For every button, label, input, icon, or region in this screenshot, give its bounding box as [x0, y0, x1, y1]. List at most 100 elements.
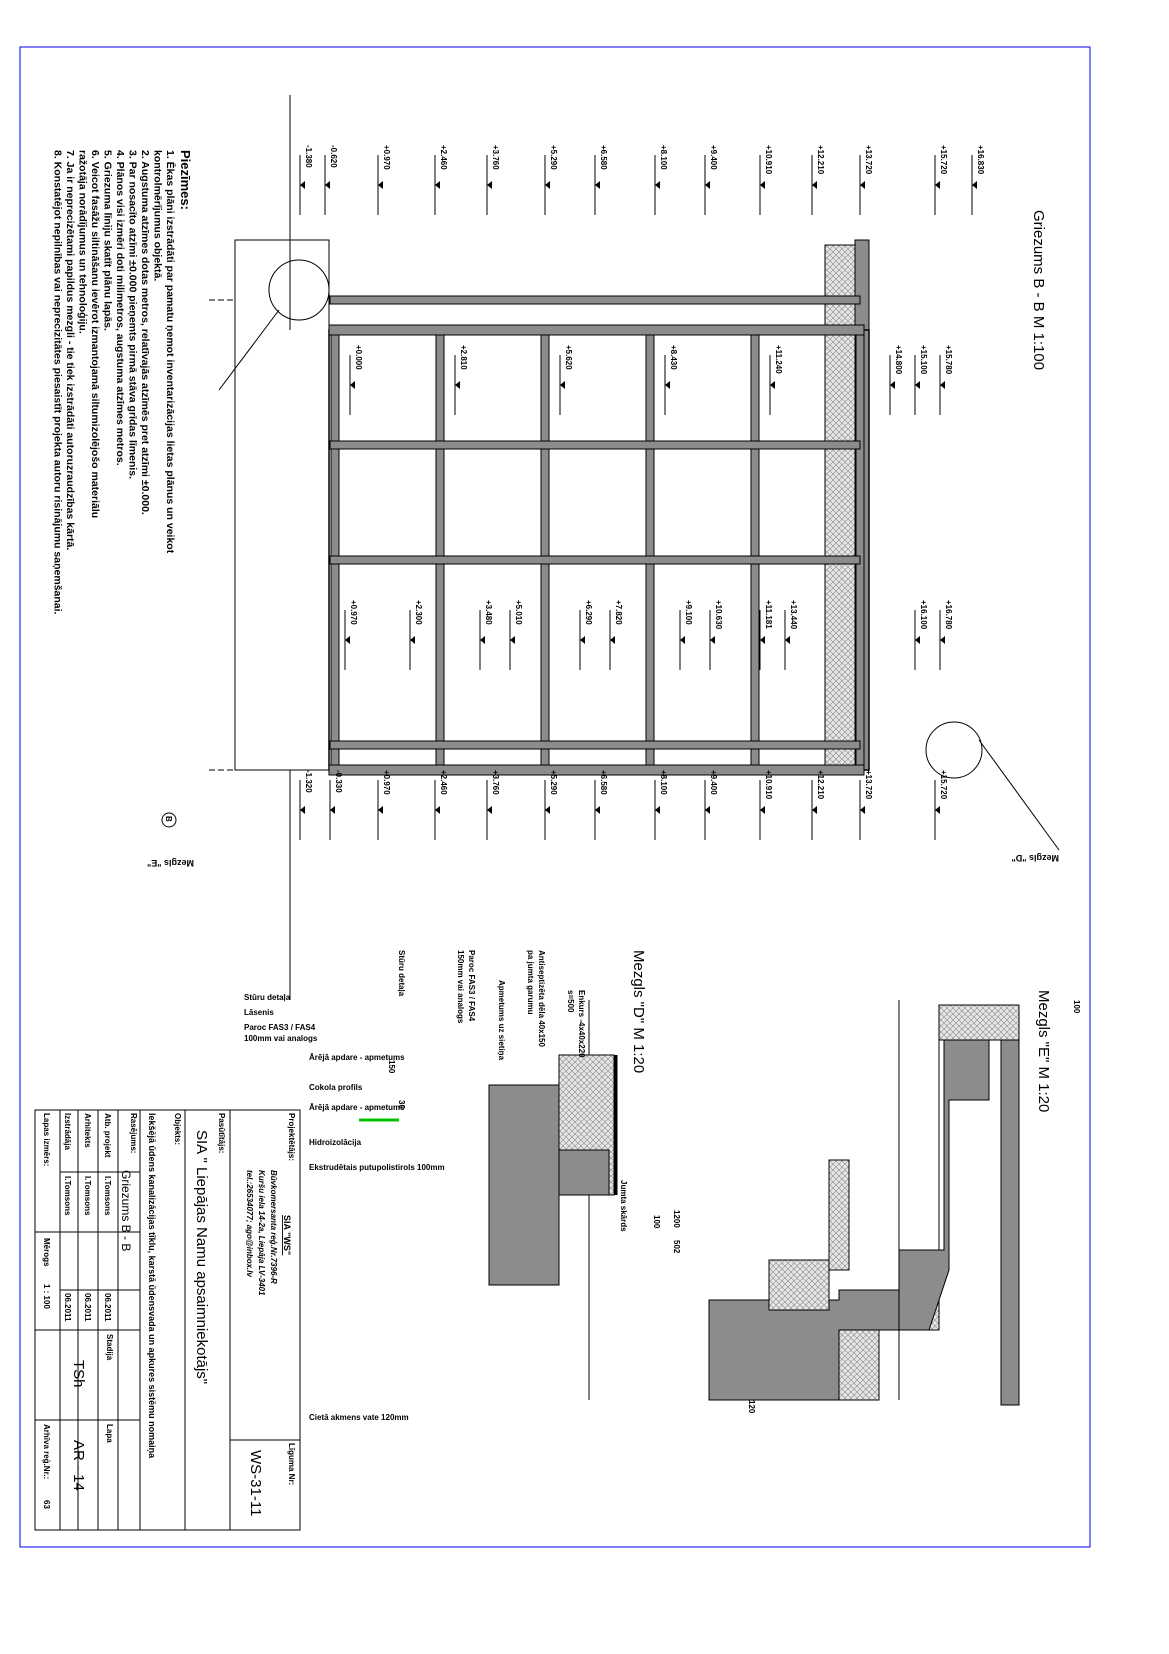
floor-slab: [855, 329, 865, 771]
object-label: Objekts:: [173, 1113, 182, 1145]
note-item: 3. Par nosacīto atzīmi ±0.000 pieņemts p…: [127, 150, 139, 479]
elevation-triangle-icon: [972, 181, 977, 189]
detail-d-label: Apmetums uz sietiņa: [497, 980, 506, 1061]
elevation-triangle-icon: [890, 381, 895, 389]
floor-slab: [435, 329, 445, 771]
elevation-triangle-icon: [300, 181, 305, 189]
section-title: Griezums B - B M 1:100: [1030, 210, 1047, 370]
note-item: 6. Veicot fasāžu siltināšanu ievērot izm…: [89, 150, 101, 518]
detail-e-xps: [828, 1159, 850, 1271]
elevation-label: +12.210: [816, 770, 825, 800]
row-role: Arhitekts: [83, 1113, 92, 1148]
elevation-triangle-icon: [330, 806, 335, 814]
detail-e-slab: [1000, 1004, 1020, 1406]
scale-value: 1 : 100: [42, 1284, 51, 1309]
elevation-triangle-icon: [325, 181, 330, 189]
detail-e-title: Mezgls "E" M 1:20: [1035, 990, 1052, 1112]
elevation-triangle-icon: [345, 636, 350, 644]
elevation-label: +11.181: [764, 600, 773, 629]
elevation-label: +0.000: [354, 345, 363, 370]
detail-e-label: Ārējā apdare - apmetums: [309, 1103, 405, 1112]
elevation-triangle-icon: [480, 636, 485, 644]
callout-d-label: Mezgls "D": [1011, 853, 1059, 863]
notes-heading: Piezīmes:: [178, 150, 193, 210]
note-item: 8. Konstatējot nepilnības vai neprecizit…: [52, 150, 64, 615]
internal-wall: [329, 740, 861, 750]
elevation-triangle-icon: [595, 806, 600, 814]
sheet-number: AR - 14: [70, 1440, 87, 1491]
external-wall: [328, 324, 865, 336]
detail-d-wall: [488, 1084, 560, 1286]
elevation-label: +8.100: [659, 145, 668, 170]
elevation-triangle-icon: [545, 806, 550, 814]
detail-e-label: Cietā akmens vate 120mm: [309, 1413, 409, 1422]
elevation-triangle-icon: [487, 181, 492, 189]
elevation-label: -1.380: [304, 145, 313, 168]
paper-size-label: Lapas izmērs:: [42, 1113, 51, 1166]
archive-number: 63: [42, 1500, 51, 1509]
elevation-triangle-icon: [665, 381, 670, 389]
note-item: ražotāja norādījumus un tehnoloģiju.: [77, 150, 90, 334]
elevation-triangle-icon: [350, 381, 355, 389]
elevation-label: +2.460: [439, 770, 448, 795]
detail-e-label: Ārējā apdare - apmetums: [309, 1053, 405, 1062]
elevation-label: +9.100: [684, 600, 693, 625]
elevation-triangle-icon: [940, 381, 945, 389]
elevation-label: +2.300: [414, 600, 423, 625]
elevation-triangle-icon: [655, 181, 660, 189]
internal-wall: [329, 440, 861, 450]
elevation-triangle-icon: [860, 181, 865, 189]
designer-contact: tel.:26534077; ago@inbox.lv: [245, 1170, 254, 1278]
elevation-label: +6.580: [599, 145, 608, 170]
dimension-label: 30: [397, 1100, 406, 1109]
elevation-triangle-icon: [300, 806, 305, 814]
elevation-label: +9.400: [709, 770, 718, 795]
dimension-label: 502: [672, 1240, 681, 1254]
elevation-triangle-icon: [860, 806, 865, 814]
elevation-triangle-icon: [435, 181, 440, 189]
detail-d: Mezgls "D" M 1:20 Enkurs -4x40x220s=500A…: [359, 950, 647, 1286]
contract-number: WS-31-11: [247, 1450, 264, 1516]
elevation-triangle-icon: [435, 806, 440, 814]
elevation-triangle-icon: [705, 181, 710, 189]
elevation-triangle-icon: [545, 181, 550, 189]
row-date: 06.2011: [83, 1293, 92, 1322]
row-date: 06.2011: [63, 1293, 72, 1322]
elevation-triangle-icon: [680, 636, 685, 644]
elevation-label: +3.760: [491, 770, 500, 795]
note-item: 5. Griezuma līniju skatīt plānu lapās.: [102, 150, 114, 331]
detail-d-beam: [558, 1149, 610, 1196]
elevation-label: +11.240: [774, 345, 783, 374]
elevation-label: +15.100: [919, 345, 928, 375]
elevation-label: +10.630: [714, 600, 723, 630]
elevation-triangle-icon: [610, 636, 615, 644]
elevation-triangle-icon: [760, 636, 765, 644]
dimension-label: 1200: [672, 1210, 681, 1228]
designer-reg: Būvkomersanta reģ.Nr.7396-R: [269, 1170, 278, 1284]
drawing-name: Griezums B - B: [119, 1170, 133, 1251]
elevation-label: +13.440: [789, 600, 798, 630]
detail-d-label: Paroc FAS3 / FAS4: [467, 950, 476, 1022]
detail-e-label: Paroc FAS3 / FAS4: [244, 1023, 316, 1032]
elevation-triangle-icon: [455, 381, 460, 389]
elevation-triangle-icon: [935, 806, 940, 814]
elevation-label: +5.010: [514, 600, 523, 625]
elevation-label: -0.620: [329, 145, 338, 168]
detail-d-label: Enkurs -4x40x220: [577, 990, 586, 1058]
elevation-triangle-icon: [487, 806, 492, 814]
elevation-label: +15.720: [939, 145, 948, 175]
elevation-label: +0.970: [382, 145, 391, 170]
detail-e-label: 100mm vai analogs: [244, 1034, 318, 1043]
elevation-label: +0.970: [382, 770, 391, 795]
elevation-triangle-icon: [915, 636, 920, 644]
elevation-triangle-icon: [935, 181, 940, 189]
elevation-triangle-icon: [710, 636, 715, 644]
elevation-triangle-icon: [560, 381, 565, 389]
detail-d-label: pa jumta garumu: [526, 950, 535, 1015]
object-name: Iekšējā ūdens kanalizācijas tīklu, karst…: [147, 1113, 157, 1459]
row-role: Atb. projekt: [103, 1113, 112, 1158]
row-name: I.Tomsons: [83, 1176, 92, 1216]
archive-label: Arhīva reģ.Nr.:: [42, 1424, 51, 1479]
